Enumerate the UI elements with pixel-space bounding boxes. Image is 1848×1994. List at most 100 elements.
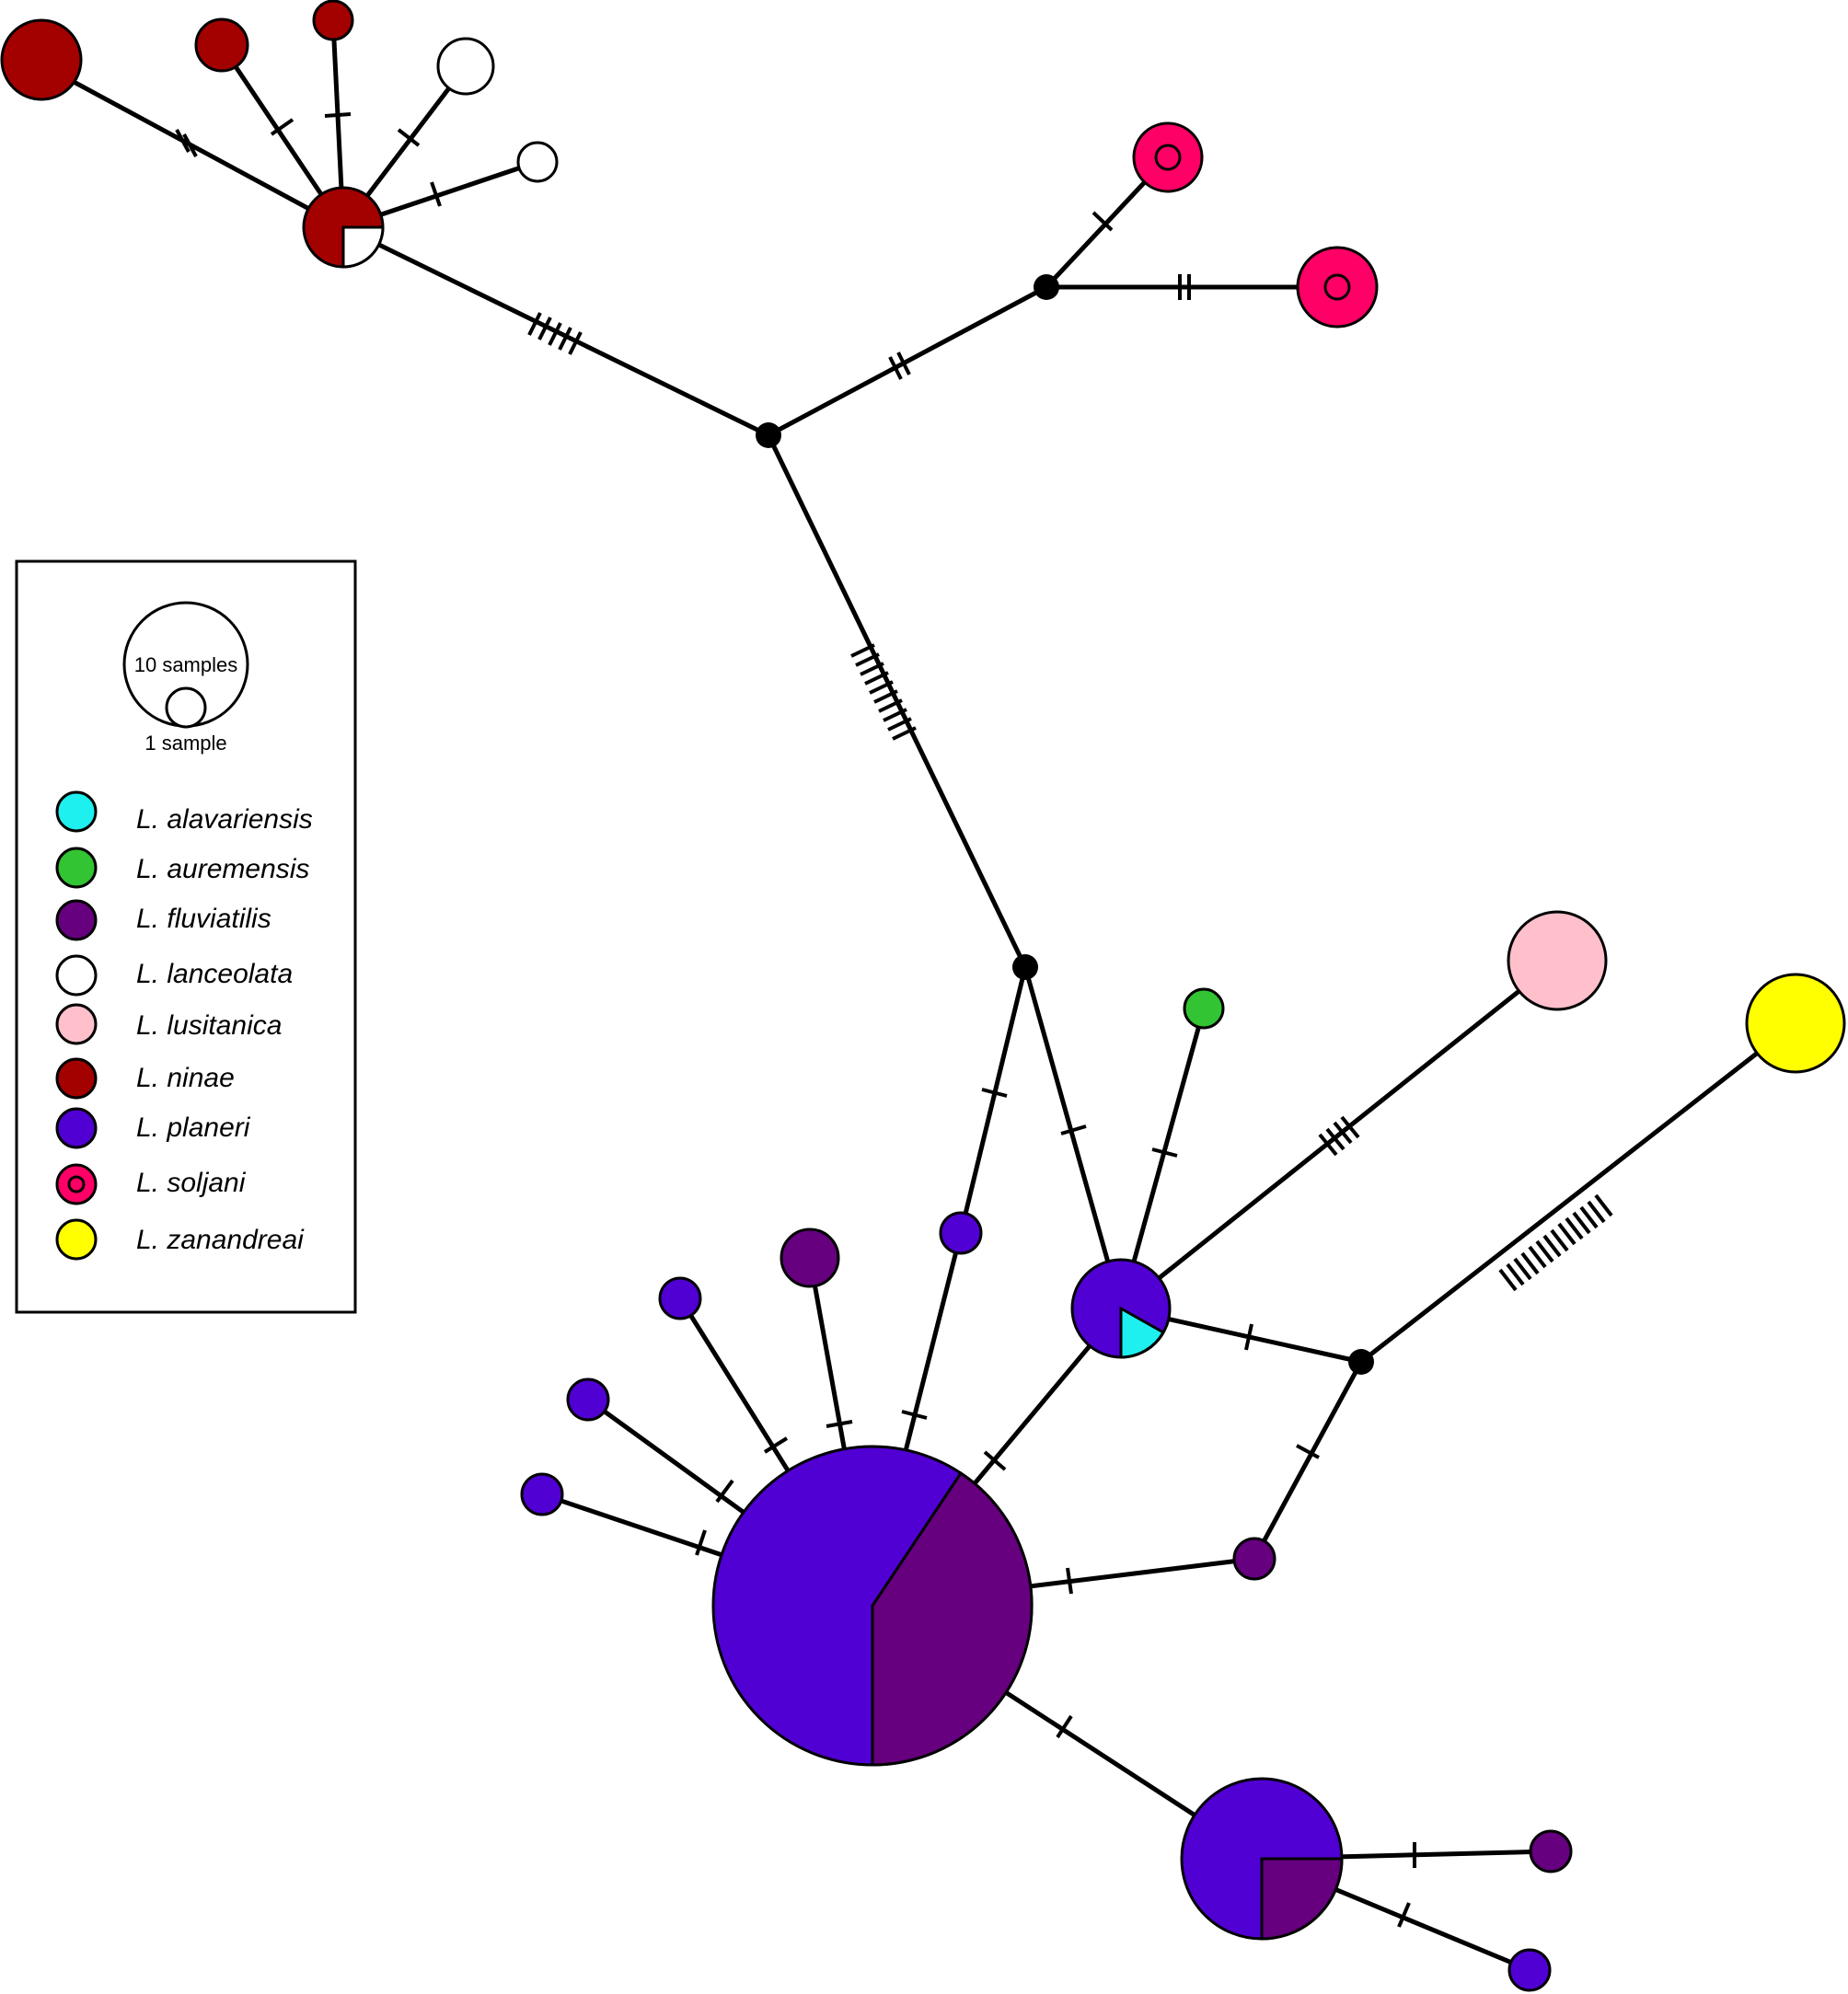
mutation-tick: [1066, 1567, 1073, 1595]
legend-item: L. ninae: [55, 1057, 235, 1100]
median-vector: [1012, 954, 1038, 980]
mutation-tick: [1513, 1257, 1532, 1281]
haplotype-fluviatilis: [1529, 1829, 1573, 1873]
mutation-tick: [983, 1450, 1007, 1471]
legend-swatch: [55, 1218, 98, 1261]
edge: [1252, 1359, 1364, 1562]
legend-item: L. alavariensis: [55, 790, 313, 835]
soljani-outer: [1296, 246, 1379, 328]
mutation-tick: [548, 322, 562, 346]
mutation-tick: [901, 1410, 928, 1420]
mutation-tick: [896, 352, 911, 375]
legend-swatch: [55, 1163, 98, 1205]
mutation-tick: [763, 1436, 789, 1454]
mutation-tick: [1587, 1200, 1606, 1224]
mutation-tick: [873, 689, 898, 704]
mutation-tick: [1340, 1115, 1360, 1139]
soljani-inner: [1154, 144, 1182, 171]
legend-item: L. lusitanica: [55, 1003, 282, 1045]
legend-item: L. lanceolata: [55, 954, 293, 997]
mutation-tick: [1528, 1245, 1547, 1269]
mutation-tick: [850, 643, 875, 658]
haplotype-planeri: [566, 1377, 610, 1422]
mutation-tick: [1244, 1323, 1253, 1351]
haplotype-fluviatilis: [1232, 1537, 1276, 1581]
mutation-tick: [1565, 1216, 1584, 1240]
haplotype-soljani: [1296, 246, 1379, 328]
haplotype-planeri-alavariensis-pie: [1070, 1258, 1172, 1359]
mutation-tick: [1557, 1222, 1577, 1246]
scale-small-label: 1 sample: [144, 732, 226, 755]
legend-label: L. ninae: [136, 1063, 235, 1093]
mutation-tick: [860, 662, 884, 676]
mutation-tick: [883, 708, 907, 722]
haplotype-zanandreai: [1745, 973, 1846, 1074]
legend-label: L. alavariensis: [136, 804, 313, 835]
legend-swatch: [55, 899, 98, 941]
mutation-tick: [888, 356, 903, 380]
pie-slice-lanceolata: [341, 225, 385, 269]
legend-swatch: [55, 954, 98, 997]
edge: [1118, 958, 1560, 1311]
haplotype-ninae-lanceolata-pie: [302, 186, 385, 269]
mutation-tick: [430, 181, 442, 207]
mutation-tick: [270, 118, 295, 136]
median-vectors: [756, 274, 1374, 1375]
mutation-tick: [558, 327, 572, 351]
mutation-tick: [869, 680, 894, 695]
mutation-tick: [1594, 1193, 1613, 1217]
mutation-tick: [1325, 1127, 1346, 1151]
median-vector: [1034, 274, 1059, 300]
legend-swatch: [55, 847, 98, 889]
soljani-outer: [1132, 121, 1204, 193]
mutation-tick: [1091, 211, 1114, 232]
edge: [903, 1230, 964, 1454]
legend-item: L. auremensis: [55, 847, 309, 889]
legend-swatch-ring: [67, 1175, 86, 1193]
pie-slice-fluviatilis: [871, 1470, 1034, 1767]
mutation-tick: [855, 652, 880, 667]
pie-slice-fluviatilis: [1260, 1857, 1344, 1941]
mutation-tick: [1397, 1902, 1411, 1928]
mutation-tick: [175, 129, 191, 153]
median-vector: [756, 422, 781, 448]
legend-label: L. planeri: [136, 1112, 251, 1143]
legend-swatch: [55, 1107, 98, 1149]
soljani-inner: [1323, 273, 1351, 301]
legend-label: L. auremensis: [136, 854, 309, 884]
mutation-tick: [1520, 1251, 1540, 1275]
mutation-tick: [1060, 1124, 1087, 1135]
mutation-tick: [878, 698, 903, 713]
mutation-tick: [715, 1479, 734, 1504]
mutation-tick: [527, 312, 542, 336]
haplotype-ninae: [0, 18, 83, 101]
mutation-tick: [182, 133, 198, 157]
legend-label: L. lusitanica: [136, 1010, 282, 1041]
mutation-tick: [1535, 1239, 1554, 1263]
mutation-tick: [887, 717, 912, 732]
edge: [1118, 1006, 1207, 1311]
mutation-tick: [568, 331, 583, 355]
mutation-tick: [397, 128, 421, 147]
legend-label: L. zanandreai: [136, 1225, 305, 1255]
mutation-tick: [981, 1088, 1008, 1098]
mutation-tick: [1498, 1268, 1518, 1292]
legend-label: L. soljani: [136, 1168, 247, 1198]
mutation-tick: [1318, 1133, 1338, 1157]
legend: 10 samples 1 sample L. alavariensis L. a…: [15, 559, 357, 1314]
mutation-tick: [1333, 1121, 1353, 1145]
haplotype-auremensis: [1183, 987, 1225, 1030]
mutation-tick: [864, 671, 889, 686]
haplotype-planeri: [520, 1472, 564, 1516]
legend-item: L. fluviatilis: [55, 899, 271, 941]
mutation-ticks: [175, 112, 1613, 1928]
haplotype-planeri: [939, 1211, 983, 1255]
mutation-tick: [1056, 1714, 1073, 1739]
mutation-tick: [1550, 1228, 1569, 1252]
edge: [958, 964, 1028, 1236]
haplotype-lanceolata: [436, 37, 495, 96]
haplotype-planeri: [1507, 1948, 1552, 1992]
mutation-tick: [826, 1420, 853, 1428]
scale-circle-small: [165, 686, 207, 729]
